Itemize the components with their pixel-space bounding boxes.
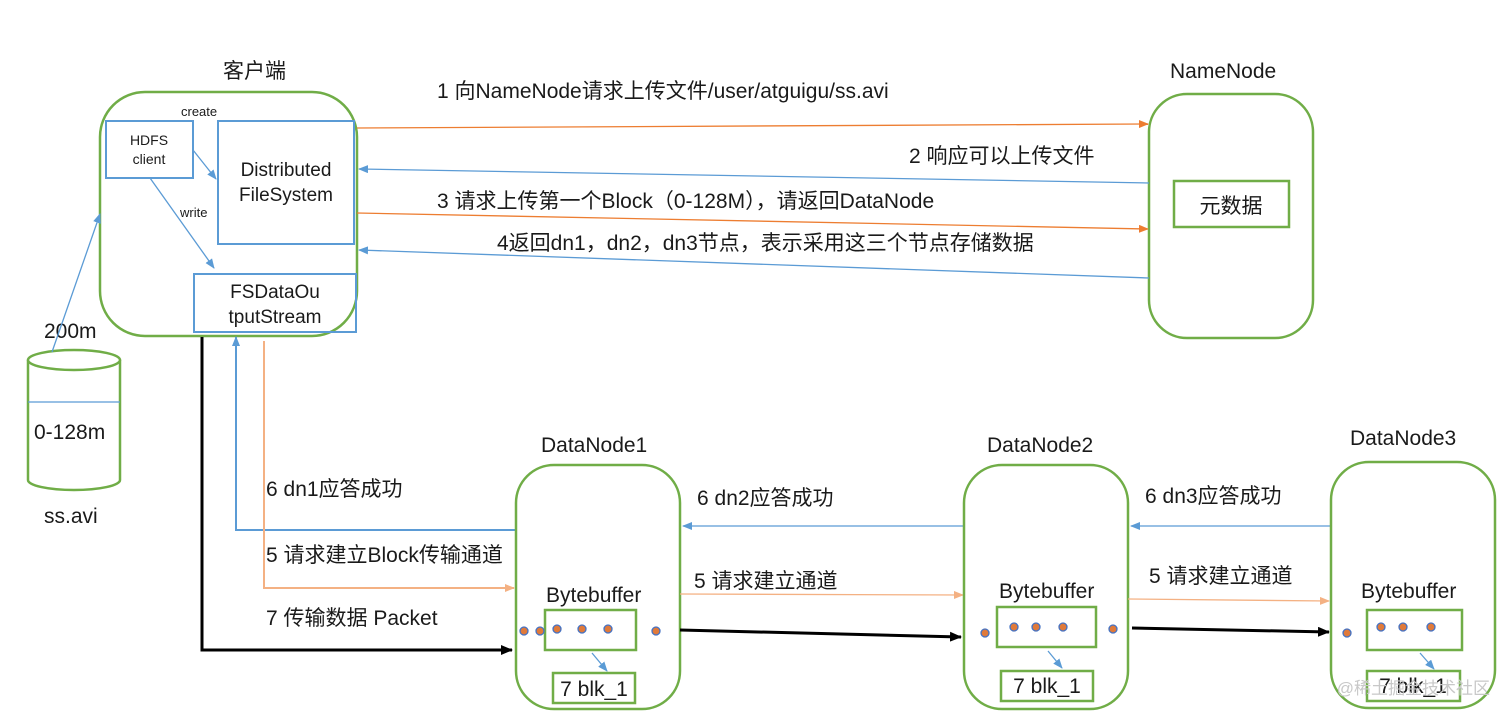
datanode1-packet — [535, 626, 545, 636]
namenode-box — [1147, 92, 1315, 340]
step4-arrow — [358, 246, 1150, 279]
datanode1-packet — [519, 626, 529, 636]
datanode2-box — [962, 463, 1130, 711]
namenode-title: NameNode — [1170, 60, 1276, 83]
dn1-to-dn2-request-arrow — [679, 590, 964, 599]
datanode1-packet — [603, 624, 613, 634]
client-title: 客户端 — [223, 60, 286, 83]
datanode2-block-box — [999, 669, 1095, 703]
datanode1-box — [514, 463, 682, 711]
dfs-label-2: FileSystem — [239, 185, 333, 206]
step1-label: 1 向NameNode请求上传文件/user/atguigu/ss.avi — [437, 80, 889, 103]
datanode1-buffer-label: Bytebuffer — [546, 584, 641, 607]
datanode3-packet — [1342, 628, 1352, 638]
file-size-label: 200m — [44, 320, 97, 343]
step3-arrow — [356, 212, 1149, 233]
fsdos-label-1: FSDataOu — [230, 282, 320, 303]
hdfs-client-label-1: HDFS — [130, 132, 168, 148]
datanode1-packet — [577, 624, 587, 634]
step6-dn1-label: 6 dn1应答成功 — [266, 478, 403, 501]
write-label: write — [179, 205, 207, 220]
dn2-to-dn3-request-arrow — [1127, 596, 1330, 605]
datanode1-buffer-box — [543, 608, 638, 652]
hdfs-client-box — [105, 120, 194, 179]
datanode2-buffer-box — [995, 605, 1098, 649]
dn1-ack-arrow — [232, 336, 515, 531]
datanode2-packet — [980, 628, 990, 638]
step2-label: 2 响应可以上传文件 — [909, 145, 1095, 168]
datanode1-block-label: 7 blk_1 — [560, 678, 628, 701]
datanode1-packet — [651, 626, 661, 636]
step2-arrow — [358, 165, 1150, 184]
datanode2-packet — [1031, 622, 1041, 632]
datanode3-title: DataNode3 — [1350, 427, 1456, 450]
datanode3-buffer-label: Bytebuffer — [1361, 580, 1456, 603]
file-to-client-arrow — [51, 213, 101, 353]
create-label: create — [181, 104, 217, 119]
hdfs-client-label-2: client — [133, 151, 166, 167]
distributed-filesystem-box — [217, 120, 355, 245]
datanode3-packet — [1376, 622, 1386, 632]
write-arrow — [149, 177, 215, 269]
file-name-label: ss.avi — [44, 505, 98, 528]
step4-label: 4返回dn1，dn2，dn3节点，表示采用这三个节点存储数据 — [497, 232, 1034, 255]
step3-label: 3 请求上传第一个Block（0-128M），请返回DataNode — [437, 190, 934, 213]
step5-dn2-label: 5 请求建立通道 — [1149, 565, 1293, 588]
dfs-label-1: Distributed — [241, 160, 332, 181]
file-block-label: 0-128m — [34, 421, 105, 444]
dn1-to-dn2-packet-arrow — [679, 628, 962, 642]
watermark: @稀土掘金技术社区 — [1337, 679, 1490, 698]
step7-label: 7 传输数据 Packet — [266, 607, 438, 630]
datanode3-buffer-box — [1365, 608, 1464, 652]
metadata-label: 元数据 — [1200, 195, 1263, 218]
dn2-to-dn3-packet-arrow — [1131, 626, 1330, 637]
step5-client-label: 5 请求建立Block传输通道 — [266, 544, 503, 567]
file-cylinder-top — [26, 348, 122, 372]
datanode2-flush-arrow — [1047, 650, 1063, 669]
datanode1-packet — [552, 624, 562, 634]
step1-arrow — [356, 120, 1149, 129]
metadata-box — [1172, 179, 1291, 229]
packet-transfer-arrow — [200, 337, 513, 655]
datanode2-packet — [1009, 622, 1019, 632]
step6-dn3-label: 6 dn3应答成功 — [1145, 485, 1282, 508]
datanode3-box — [1329, 460, 1497, 710]
datanode3-packet — [1426, 622, 1436, 632]
datanode1-block-box — [551, 671, 637, 705]
datanode3-packet — [1398, 622, 1408, 632]
create-arrow — [192, 149, 217, 180]
step6-dn2-label: 6 dn2应答成功 — [697, 487, 834, 510]
datanode2-buffer-label: Bytebuffer — [999, 580, 1094, 603]
datanode1-title: DataNode1 — [541, 434, 647, 457]
datanode3-flush-arrow — [1419, 652, 1435, 670]
client-to-dn1-request-arrow — [263, 341, 515, 592]
file-cylinder-body — [26, 360, 122, 492]
datanode2-packet — [1108, 624, 1118, 634]
datanode3-block-label: 7 blk_1 — [1379, 675, 1447, 698]
datanode2-packet — [1058, 622, 1068, 632]
fsdataoutputstream-box — [193, 273, 357, 333]
step5-dn1-label: 5 请求建立通道 — [694, 570, 838, 593]
fsdos-label-2: tputStream — [229, 307, 322, 328]
datanode1-flush-arrow — [591, 652, 608, 672]
datanode3-block-box — [1365, 669, 1462, 703]
datanode2-block-label: 7 blk_1 — [1013, 675, 1081, 698]
datanode2-title: DataNode2 — [987, 434, 1093, 457]
